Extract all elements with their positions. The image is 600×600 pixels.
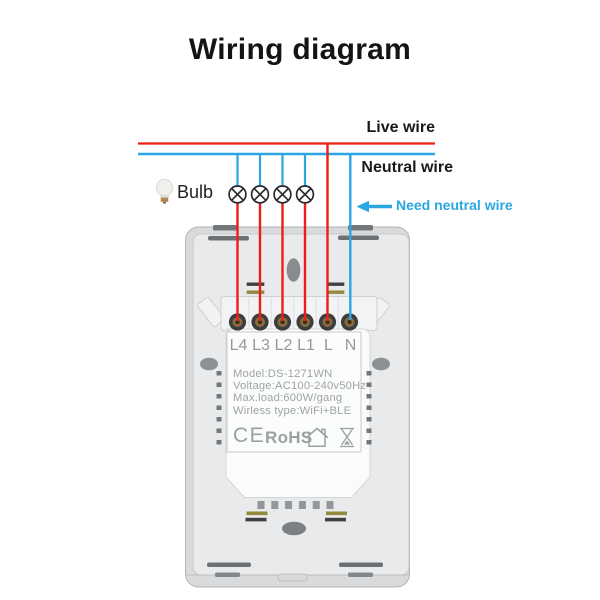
live-wire-label: Live wire	[366, 119, 435, 136]
screw-slot	[208, 236, 249, 241]
spec-model: Model:DS-1271WN	[233, 368, 333, 380]
terminal-label-l4: L4	[229, 337, 248, 354]
side-notch	[200, 357, 218, 371]
indoor-use-house-icon	[305, 426, 329, 448]
rohs-mark: RoHS	[265, 428, 313, 447]
label-box	[226, 331, 362, 453]
circle-x-lamp-icon	[228, 185, 315, 204]
module-contact-strips	[245, 511, 347, 522]
module-specs: Model:DS-1271WN Voltage:AC100-240v50Hz M…	[233, 368, 366, 417]
terminal-label-l2: L2	[274, 337, 293, 354]
mount-tab	[215, 572, 240, 577]
oval-hole	[282, 521, 306, 536]
module-notches	[216, 371, 372, 445]
module-bottom-tabs	[257, 501, 334, 509]
need-neutral-wire-label: Need neutral wire	[396, 197, 513, 213]
spec-wireless: Wirless type:WiFi+BLE	[233, 404, 352, 417]
neutral-drops-to-lamps	[236, 155, 307, 186]
spec-maxload: Max.load:600W/gang	[233, 392, 343, 405]
screw-slot	[207, 562, 251, 567]
terminal-contact-marks	[246, 282, 345, 294]
terminal-label-l: L	[324, 337, 333, 354]
load-wires-to-terminals	[236, 144, 329, 321]
mount-tab	[348, 572, 373, 577]
switch-module-body	[216, 328, 372, 536]
terminal-clamp-block	[197, 296, 390, 331]
ce-mark: CE	[233, 424, 266, 447]
terminal-label-l3: L3	[252, 337, 270, 354]
side-notch	[372, 357, 390, 371]
terminal-label-n: N	[344, 337, 357, 354]
terminal-label-l1: L1	[297, 337, 315, 354]
screw-slot	[338, 235, 379, 240]
mount-tab	[213, 225, 238, 231]
bulb-label: Bulb	[177, 182, 214, 202]
spec-voltage: Voltage:AC100-240v50Hz	[233, 380, 367, 393]
bulb-icon	[155, 178, 174, 204]
screw-slot	[339, 562, 383, 567]
oval-hole	[286, 258, 301, 282]
bottom-center-tab	[277, 573, 308, 582]
left-arrow-icon	[356, 200, 392, 213]
neutral-wire-label: Neutral wire	[361, 159, 453, 176]
mount-tab	[348, 225, 373, 231]
page-title: Wiring diagram	[188, 33, 412, 66]
hourglass-icon	[339, 427, 355, 448]
